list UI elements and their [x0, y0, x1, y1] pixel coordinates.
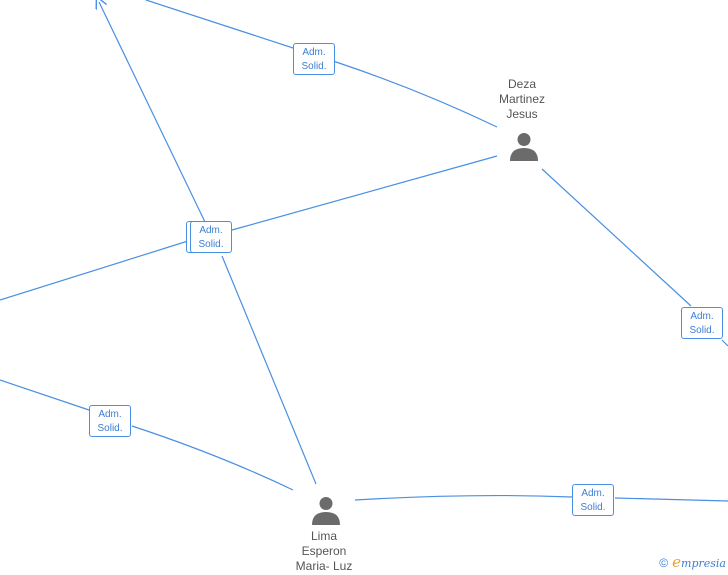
edge-center-top-arrow	[99, 2, 206, 223]
person-name-line: Deza	[507, 77, 536, 91]
role-line2: Solid.	[301, 61, 327, 72]
role-line1: Adm.	[302, 47, 326, 58]
empresia-watermark: ©empresia	[659, 553, 726, 571]
role-line1: Adm.	[690, 311, 714, 322]
role-line1: Adm.	[581, 488, 605, 499]
role-label-center[interactable]: Adm. Solid.	[190, 221, 232, 253]
role-line2: Solid.	[689, 325, 715, 336]
edge-lima-bottom	[354, 494, 573, 501]
edge-bottom-offscreen	[614, 497, 728, 502]
edge-center-left	[0, 240, 189, 301]
edge-deza-top	[145, 0, 498, 128]
person-name-line: Lima	[310, 529, 337, 543]
edge-left-lima	[131, 425, 294, 491]
edge-right-offscreen	[721, 339, 728, 347]
role-label-left[interactable]: Adm. Solid.	[89, 405, 131, 437]
person-name-line: Martinez	[498, 92, 545, 106]
role-label-top[interactable]: Adm. Solid.	[293, 43, 335, 75]
role-line2: Solid.	[198, 239, 224, 250]
role-line1: Adm.	[199, 225, 223, 236]
edge-deza-right	[541, 168, 692, 307]
edge-left-offscreen	[0, 379, 90, 411]
role-line2: Solid.	[580, 502, 606, 513]
person-name-line: Jesus	[506, 107, 538, 121]
person-name-line: Esperon	[301, 544, 347, 558]
copyright-icon: ©	[659, 556, 669, 570]
role-label-right[interactable]: Adm. Solid.	[681, 307, 723, 339]
person-icon[interactable]	[311, 495, 341, 525]
role-line2: Solid.	[97, 423, 123, 434]
role-label-bottom[interactable]: Adm. Solid.	[572, 484, 614, 516]
brand-logo-text: mpresia	[681, 557, 726, 570]
person-node-deza[interactable]: Deza Martinez Jesus	[486, 77, 558, 122]
brand-logo-e: e	[672, 553, 682, 571]
person-icon[interactable]	[509, 131, 539, 161]
edge-deza-center	[231, 155, 498, 231]
person-name-line: Maria- Luz	[295, 559, 353, 573]
edge-center-lima	[221, 255, 317, 485]
person-node-lima[interactable]: Lima Esperon Maria- Luz	[284, 529, 364, 574]
role-line1: Adm.	[98, 409, 122, 420]
